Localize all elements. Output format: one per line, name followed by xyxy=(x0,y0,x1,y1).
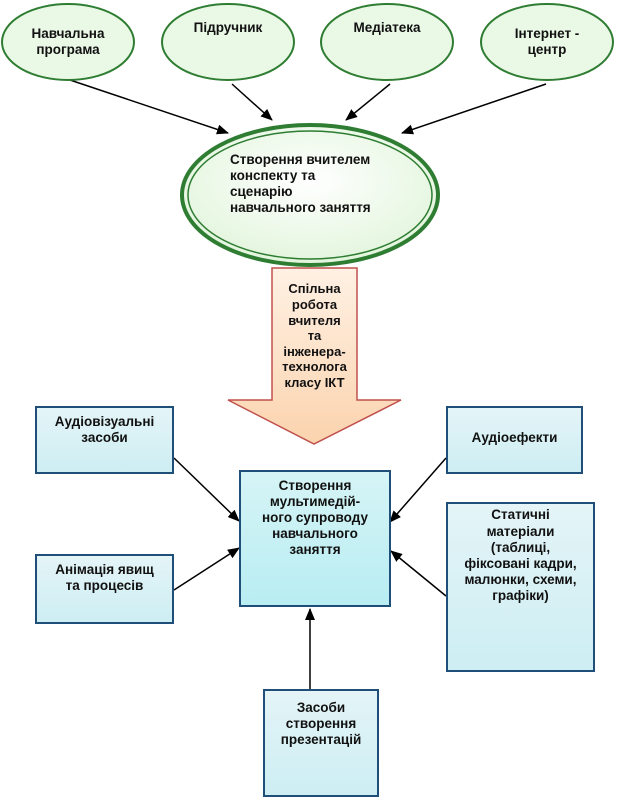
block-arrow-joint-work xyxy=(227,267,402,445)
box-audio-effects-label: Аудіоефекти xyxy=(471,429,558,445)
box-audiovisual xyxy=(35,406,174,474)
connector-internet xyxy=(401,83,547,135)
source-label-textbook: Підручник xyxy=(193,19,263,35)
connector-audiovisual xyxy=(173,457,240,522)
source-label-program: Навчальна програма xyxy=(31,25,105,57)
connector-program xyxy=(69,79,229,135)
connector-audio-effects xyxy=(389,457,447,523)
box-multimedia-support xyxy=(239,470,391,607)
source-label-internet: Інтернет - центр xyxy=(514,25,580,57)
source-label-mediateka: Медіатека xyxy=(353,19,421,35)
joint-work-label: Спільна робота вчителя та інженера- техн… xyxy=(282,281,347,390)
ellipse-program xyxy=(1,3,135,81)
box-presentation-tools xyxy=(263,689,379,797)
box-animation xyxy=(35,554,174,624)
ellipse-teacher-plan-inner-border xyxy=(187,130,433,260)
connector-textbook xyxy=(231,83,273,121)
box-multimedia-support-label: Створення мультимедій- ного супроводу на… xyxy=(262,477,368,558)
box-static-materials xyxy=(446,502,595,672)
box-audiovisual-label: Аудіовізуальні засоби xyxy=(54,413,155,445)
ellipse-teacher-plan xyxy=(180,123,440,267)
box-presentation-tools-label: Засоби створення презентацій xyxy=(280,699,362,748)
connector-static xyxy=(390,550,447,597)
teacher-plan-label: Створення вчителем конспекту та сценарію… xyxy=(230,151,371,216)
ellipse-mediateka xyxy=(320,3,454,81)
box-animation-label: Анімація явищ та процесів xyxy=(55,561,154,593)
ellipse-textbook xyxy=(161,3,295,81)
box-audio-effects xyxy=(446,406,583,474)
connector-mediateka xyxy=(345,83,391,121)
ellipse-internet xyxy=(480,3,614,81)
connector-animation xyxy=(173,547,240,591)
box-static-materials-label: Статичні матеріали (таблиці, фіксовані к… xyxy=(464,507,577,604)
